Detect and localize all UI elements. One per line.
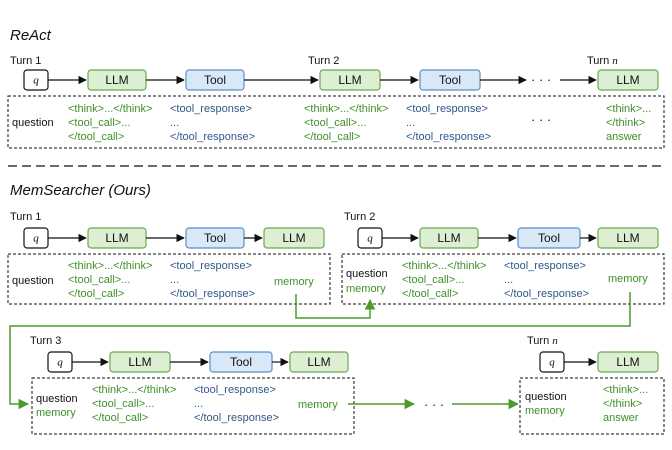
mem-tn-think-close: </think>: [603, 398, 642, 410]
mem-t3-tool-call-close: </tool_call>: [92, 412, 148, 424]
mem-t2-think: <think>...</think>: [402, 260, 486, 272]
mem-tn-llm-label: LLM: [616, 355, 639, 369]
mem-t3-tool-call-open: <tool_call>...: [92, 398, 154, 410]
react-tool-response-dots-1: ...: [170, 117, 179, 129]
mem-t2-memory-out: memory: [608, 273, 648, 285]
mem-t3-think: <think>...</think>: [92, 384, 176, 396]
mem-tn-think-open: <think>...: [603, 384, 648, 396]
react-llm-node-n: [597, 69, 659, 91]
react-llm-label-2: LLM: [338, 73, 361, 87]
mem-t1-think: <think>...</think>: [68, 260, 152, 272]
mem-t3-llm-label-2: LLM: [307, 355, 330, 369]
react-tool-call-open-2: <tool_call>...: [304, 117, 366, 129]
mem-turn-1-label: Turn 1: [10, 211, 41, 223]
mem-t3-question-text: question: [36, 393, 78, 405]
mem-t3-context-box: [31, 377, 355, 435]
mem-t3-llm-label-1: LLM: [128, 355, 151, 369]
mem-t2-tool-response-dots: ...: [504, 274, 513, 286]
mem-tn-question-text: question: [525, 391, 567, 403]
mem-turn-n-label: Turn n: [527, 335, 558, 347]
mem-t1-question-symbol: q: [33, 233, 39, 245]
memory-arrow-t2-to-t3: [9, 292, 631, 410]
mem-t2-question-symbol: q: [367, 233, 373, 245]
react-ellipsis: · · ·: [531, 72, 551, 87]
mem-t2-question-text: question: [346, 268, 388, 280]
mem-tn-llm-node: [597, 351, 659, 373]
react-think-2: <think>...</think>: [304, 103, 388, 115]
react-tool-response-dots-2: ...: [406, 117, 415, 129]
memsearcher-section: MemSearcher (Ours) Turn 1 q LLM Tool LLM…: [7, 182, 665, 435]
mem-tn-answer: answer: [603, 412, 639, 424]
mem-t2-llm-label-1: LLM: [437, 231, 460, 245]
react-tool-response-close-1: </tool_response>: [170, 131, 255, 143]
react-section: ReAct Turn 1 Turn 2 Turn n q LLM Tool LL…: [7, 27, 665, 149]
memsearcher-title: MemSearcher (Ours): [10, 182, 151, 199]
mem-t2-memory-in: memory: [346, 283, 386, 295]
mem-t3-llm-node-2: [289, 351, 349, 373]
react-turn-n-label: Turn n: [587, 55, 618, 67]
react-tool-response-open-2: <tool_response>: [406, 103, 488, 115]
react-answer: answer: [606, 131, 642, 143]
react-think-close-n: </think>: [606, 117, 645, 129]
react-tool-response-close-2: </tool_response>: [406, 131, 491, 143]
react-turn-1-label: Turn 1: [10, 55, 41, 67]
mem-t1-context-box: [7, 253, 331, 305]
mem-t1-question-text: question: [12, 275, 54, 287]
react-tool-label-1: Tool: [204, 73, 226, 87]
react-llm-label-1: LLM: [105, 73, 128, 87]
react-tool-label-2: Tool: [439, 73, 461, 87]
mem-t1-tool-response-open: <tool_response>: [170, 260, 252, 272]
react-llm-label-n: LLM: [616, 73, 639, 87]
memory-arrow-t1-to-t2: [295, 294, 376, 319]
mem-t3-tool-label: Tool: [230, 355, 252, 369]
mem-tn-question-symbol: q: [549, 357, 555, 369]
react-tool-call-close-2: </tool_call>: [304, 131, 360, 143]
react-tool-call-open-1: <tool_call>...: [68, 117, 130, 129]
mem-t3-memory-out: memory: [298, 399, 338, 411]
mem-t3-tool-response-dots: ...: [194, 398, 203, 410]
mem-tn-memory: memory: [525, 405, 565, 417]
react-question-symbol: q: [33, 75, 39, 87]
mem-t3-question-symbol: q: [57, 357, 63, 369]
mem-t3-tool-response-close: </tool_response>: [194, 412, 279, 424]
mem-t1-memory: memory: [274, 276, 314, 288]
react-tool-response-open-1: <tool_response>: [170, 103, 252, 115]
mem-t2-tool-label: Tool: [538, 231, 560, 245]
mem-t2-llm-label-2: LLM: [616, 231, 639, 245]
mem-t1-llm-node-2: [263, 227, 325, 249]
react-context-box: [7, 95, 665, 149]
mem-t1-tool-response-close: </tool_response>: [170, 288, 255, 300]
mem-t2-tool-call-close: </tool_call>: [402, 288, 458, 300]
mem-t1-tool-response-dots: ...: [170, 274, 179, 286]
mem-t2-context-box: [341, 253, 665, 305]
mem-t3-tool-response-open: <tool_response>: [194, 384, 276, 396]
mem-t2-tool-response-open: <tool_response>: [504, 260, 586, 272]
react-think-1: <think>...</think>: [68, 103, 152, 115]
mem-turn-2-label: Turn 2: [344, 211, 375, 223]
mem-t1-llm-label-2: LLM: [282, 231, 305, 245]
mem-ellipsis: · · ·: [424, 397, 444, 412]
mem-turn-3-label: Turn 3: [30, 335, 61, 347]
mem-tn-context-box: [519, 377, 665, 435]
react-turn-2-label: Turn 2: [308, 55, 339, 67]
react-tool-call-close-1: </tool_call>: [68, 131, 124, 143]
react-title: ReAct: [10, 27, 52, 44]
mem-t2-tool-response-close: </tool_response>: [504, 288, 589, 300]
mem-t2-llm-node-2: [597, 227, 659, 249]
mem-t1-tool-label: Tool: [204, 231, 226, 245]
mem-t3-memory-in: memory: [36, 407, 76, 419]
mem-t1-tool-call-open: <tool_call>...: [68, 274, 130, 286]
react-question-text: question: [12, 117, 54, 129]
react-context-ellipsis: · · ·: [531, 112, 551, 127]
mem-t1-llm-label-1: LLM: [105, 231, 128, 245]
mem-t1-tool-call-close: </tool_call>: [68, 288, 124, 300]
mem-t2-tool-call-open: <tool_call>...: [402, 274, 464, 286]
react-think-open-n: <think>...: [606, 103, 651, 115]
